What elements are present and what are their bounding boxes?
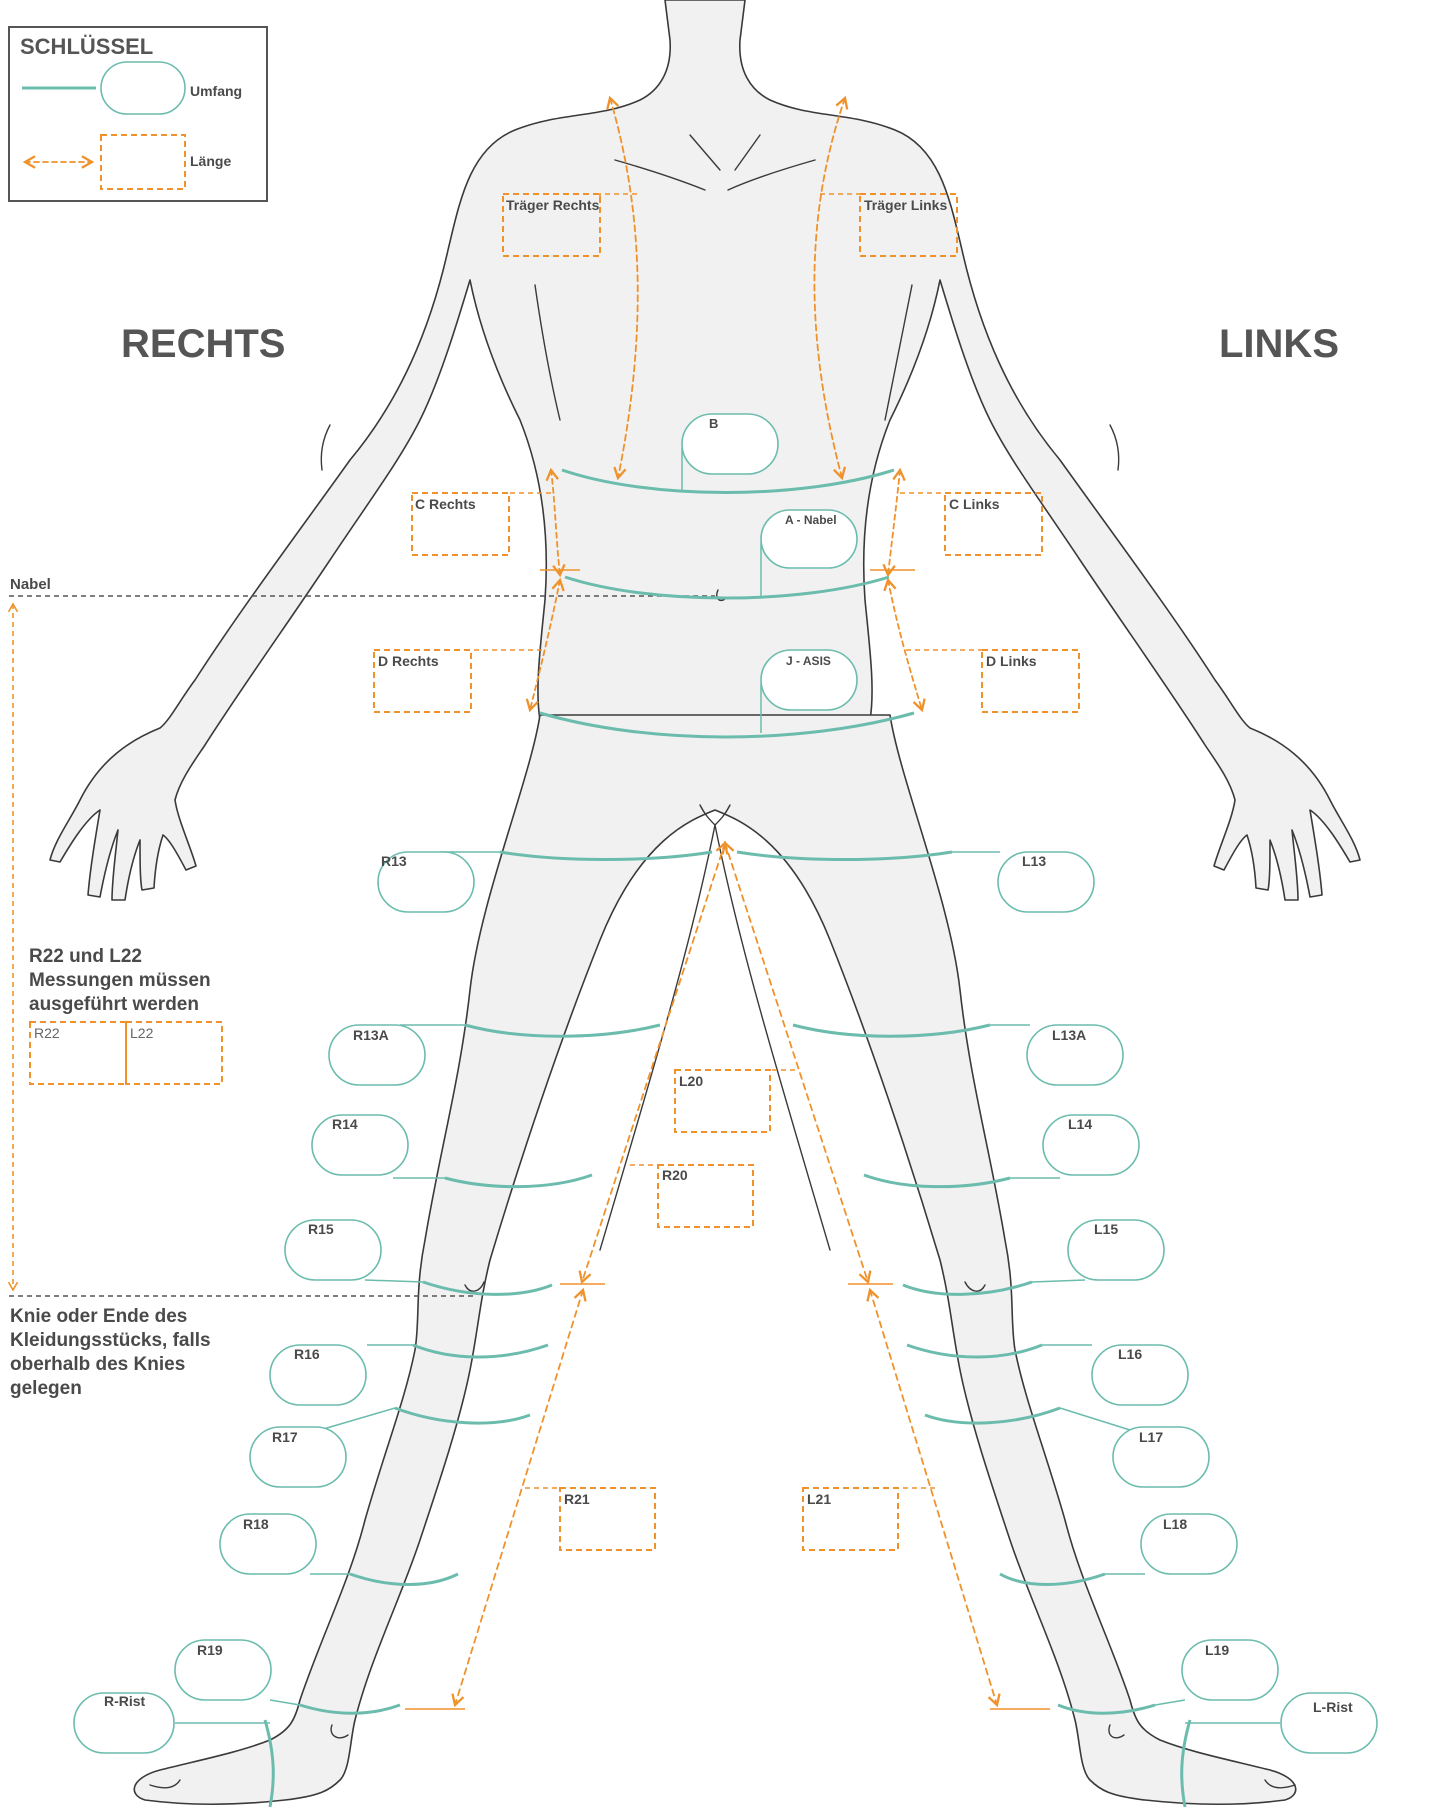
r19-pill[interactable]	[175, 1640, 271, 1700]
elbow-right	[321, 425, 330, 470]
r17-leader	[320, 1408, 395, 1430]
key-circumference-label: Umfang	[190, 83, 242, 99]
l14-label: L14	[1068, 1116, 1092, 1132]
r19-label: R19	[197, 1642, 223, 1658]
r17-label: R17	[272, 1429, 298, 1445]
knee-note-line4: gelegen	[10, 1378, 82, 1399]
r20-label: R20	[662, 1167, 688, 1183]
r13a-label: R13A	[353, 1027, 389, 1043]
r18-label: R18	[243, 1516, 269, 1532]
r16-label: R16	[294, 1346, 320, 1362]
l15-leader	[1032, 1280, 1085, 1282]
r22-note-line3: ausgeführt werden	[29, 994, 199, 1015]
r14-label: R14	[332, 1116, 358, 1132]
r15-label: R15	[308, 1221, 334, 1237]
l20-label: L20	[679, 1073, 703, 1089]
l18-label: L18	[1163, 1516, 1187, 1532]
knee-note: Knie oder Ende des Kleidungsstücks, fall…	[10, 1306, 211, 1399]
d-left-arrow	[888, 580, 922, 710]
l15-label: L15	[1094, 1221, 1118, 1237]
key-legend: SCHLÜSSEL Umfang Länge	[9, 27, 267, 201]
knee-note-line3: oberhalb des Knies	[10, 1354, 185, 1375]
r22-note-line2: Messungen müssen	[29, 970, 211, 991]
l21-label: L21	[807, 1491, 831, 1507]
c-right-label: C Rechts	[415, 496, 476, 512]
l17-label: L17	[1139, 1429, 1163, 1445]
l19-label: L19	[1205, 1642, 1229, 1658]
r19-leader	[270, 1700, 300, 1705]
r13-label: R13	[381, 853, 407, 869]
l18-pill[interactable]	[1141, 1514, 1237, 1574]
c-left-arrow	[888, 470, 900, 575]
knee-note-line1: Knie oder Ende des	[10, 1306, 187, 1327]
side-left-label: LINKS	[1219, 322, 1339, 366]
l-ankle-label: L-Rist	[1313, 1699, 1353, 1715]
navel-label: Nabel	[10, 576, 51, 593]
l22-label: L22	[130, 1025, 154, 1041]
r22-note-line1: R22 und L22	[29, 946, 142, 967]
key-length-label: Länge	[190, 153, 231, 169]
j-asis-label: J - ASIS	[786, 654, 831, 668]
a-navel-label: A - Nabel	[785, 513, 837, 527]
side-right-label: RECHTS	[121, 322, 285, 366]
r21-label: R21	[564, 1491, 590, 1507]
l19-pill[interactable]	[1182, 1640, 1278, 1700]
l19-leader	[1155, 1700, 1185, 1705]
elbow-left	[1110, 425, 1119, 470]
r-ankle-label: R-Rist	[104, 1693, 146, 1709]
l13a-label: L13A	[1052, 1027, 1086, 1043]
l13-label: L13	[1022, 853, 1046, 869]
l17-leader	[1060, 1408, 1130, 1430]
c-left-label: C Links	[949, 496, 1000, 512]
d-left-label: D Links	[986, 653, 1037, 669]
r22-l22-note: R22 und L22 Messungen müssen ausgeführt …	[29, 946, 211, 1015]
b-pill[interactable]	[682, 414, 778, 474]
l16-label: L16	[1118, 1346, 1142, 1362]
key-title: SCHLÜSSEL	[20, 34, 153, 59]
strap-left-label: Träger Links	[864, 197, 947, 213]
knee-note-line2: Kleidungsstücks, falls	[10, 1330, 211, 1351]
key-circumference-pill	[101, 62, 185, 114]
r22-label: R22	[34, 1025, 60, 1041]
d-right-label: D Rechts	[378, 653, 439, 669]
strap-right-label: Träger Rechts	[506, 197, 600, 213]
r17-pill[interactable]	[250, 1427, 346, 1487]
r15-leader	[365, 1280, 423, 1282]
b-label: B	[709, 416, 718, 431]
r14-pill[interactable]	[312, 1115, 408, 1175]
